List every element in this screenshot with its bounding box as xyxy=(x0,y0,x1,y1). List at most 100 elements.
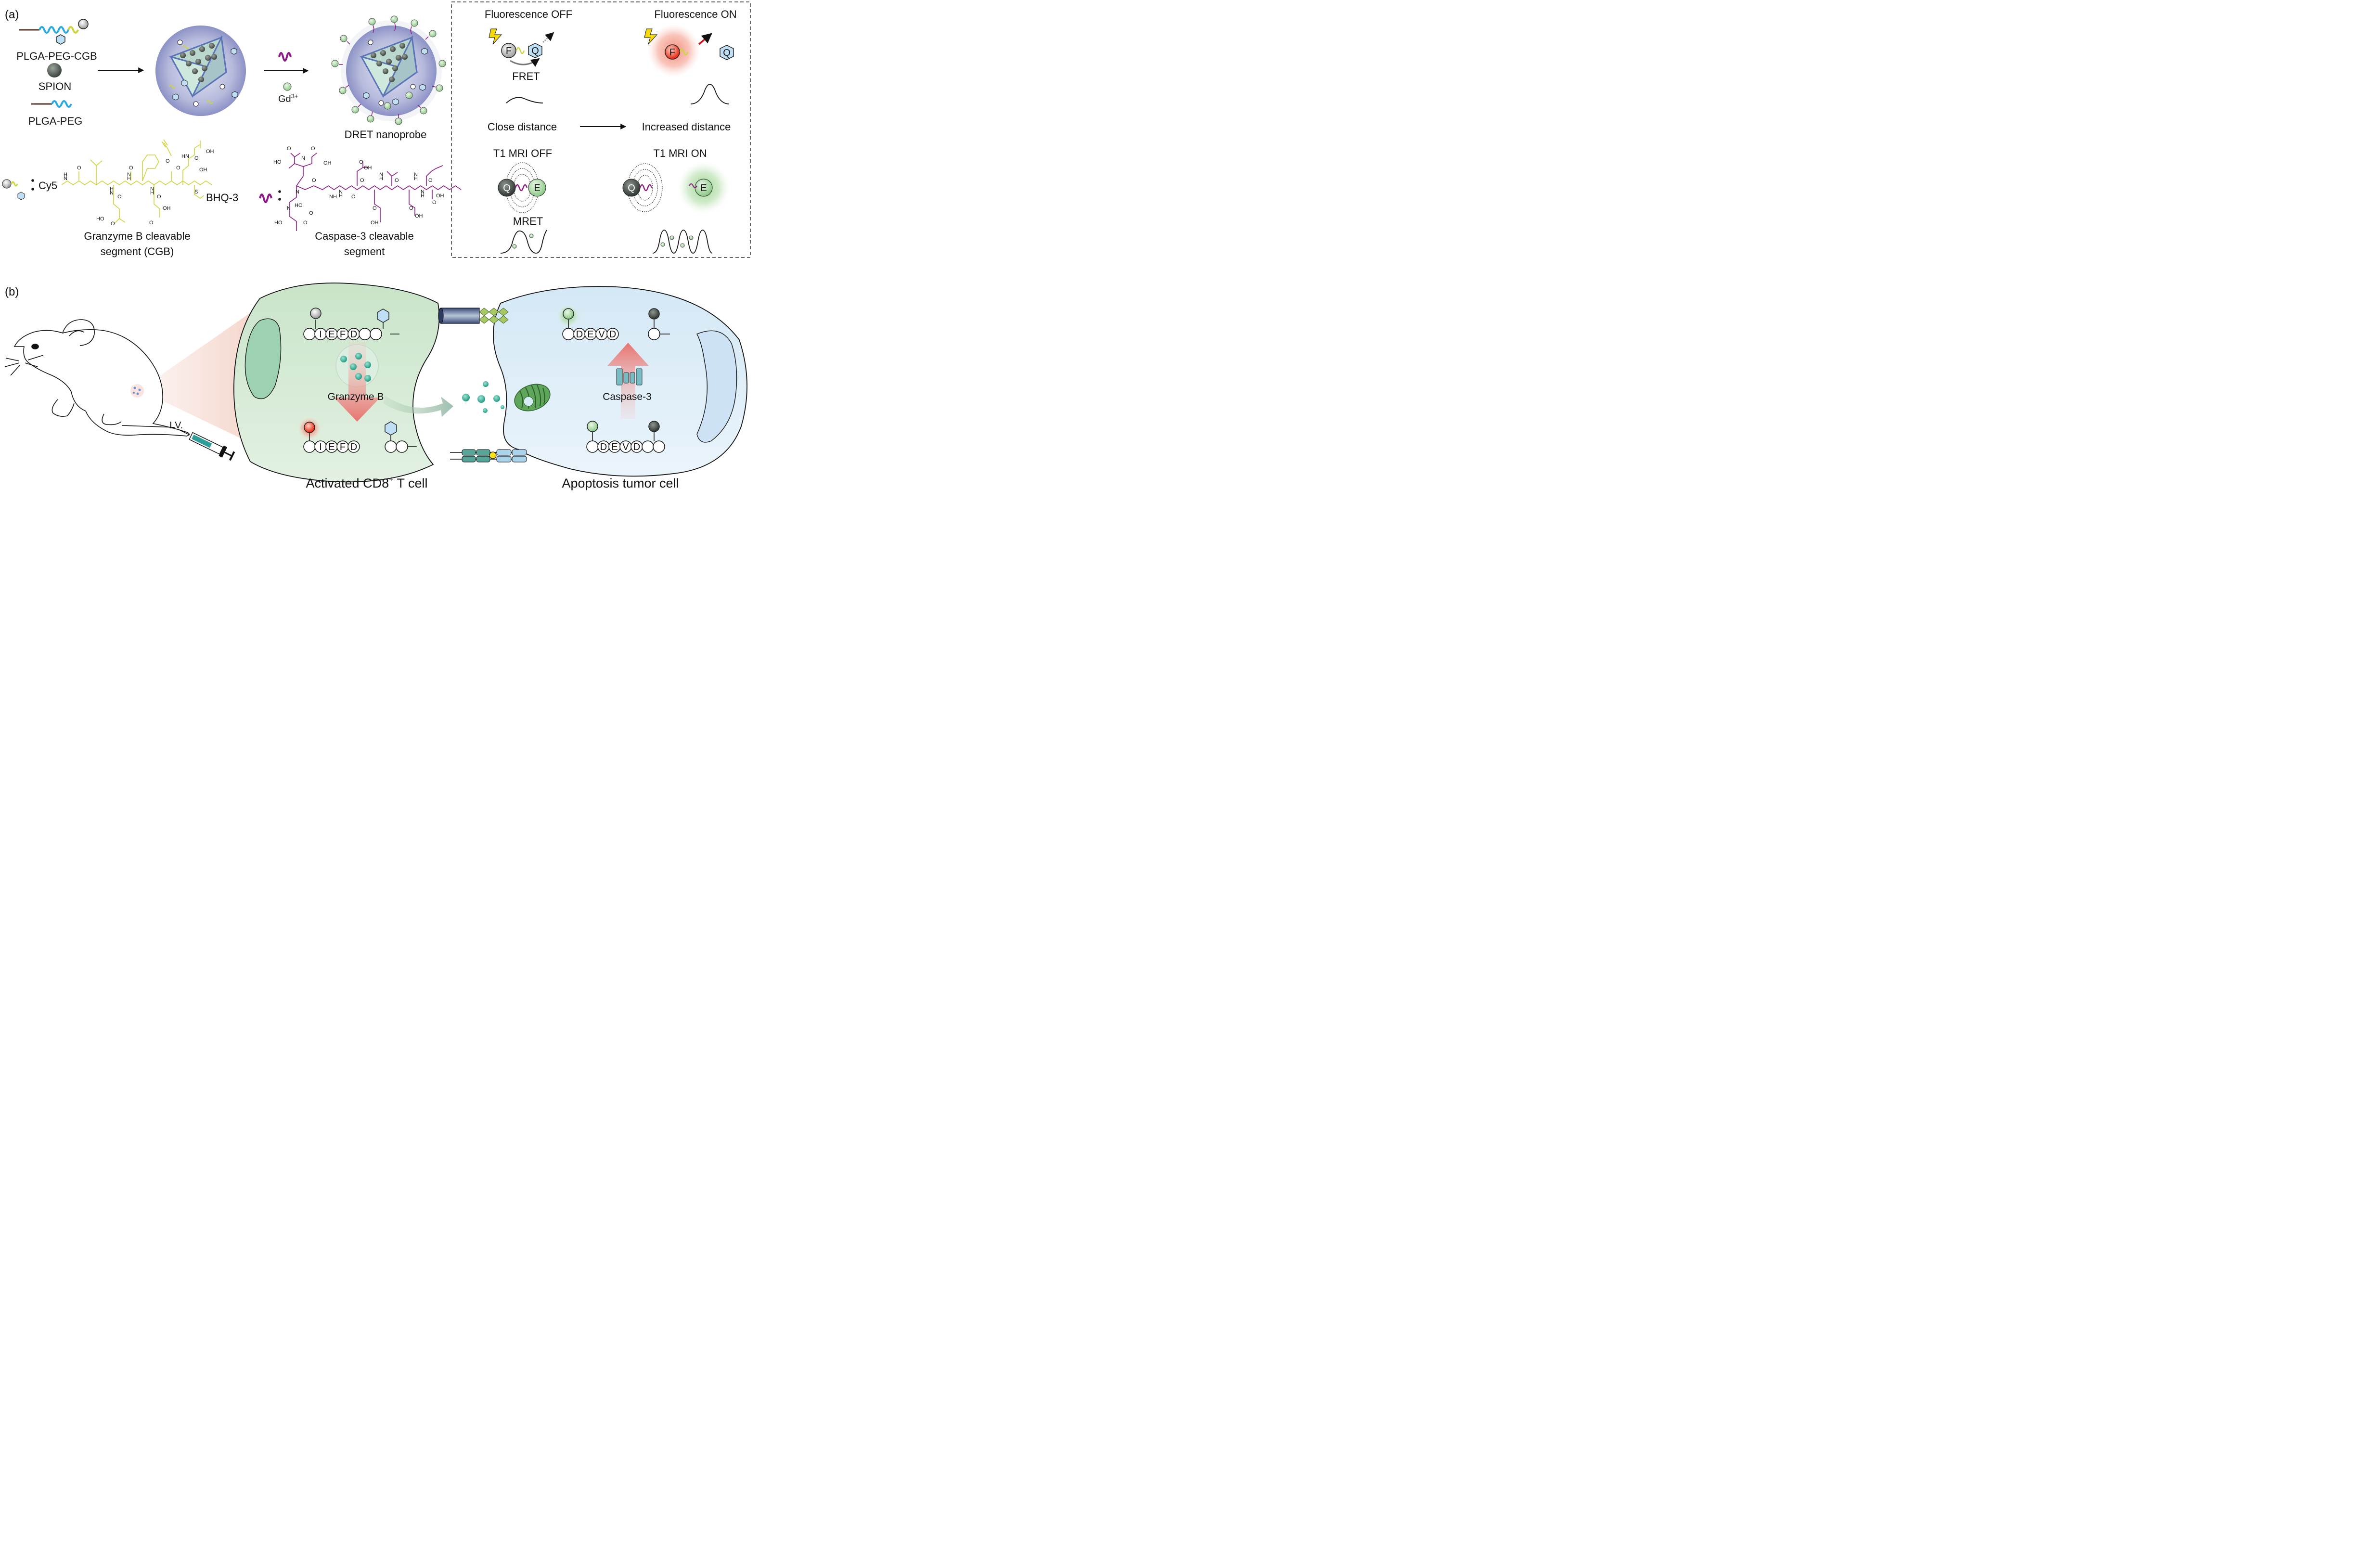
svg-text:H: H xyxy=(64,172,67,178)
svg-text:O: O xyxy=(395,178,399,183)
tall-peak-icon xyxy=(690,84,730,104)
svg-text:O: O xyxy=(409,206,413,211)
svg-text:H: H xyxy=(127,176,131,181)
svg-text:Q: Q xyxy=(723,48,731,58)
svg-text:Q: Q xyxy=(628,183,635,193)
quencher-fragment xyxy=(385,421,417,453)
caspase-caption-line1: Caspase-3 cleavable xyxy=(315,230,413,242)
caspase-3-icon xyxy=(616,368,643,386)
svg-text:E: E xyxy=(700,183,707,193)
tumor-site xyxy=(130,384,144,398)
svg-text:OH: OH xyxy=(371,220,379,226)
mret-wave-fast-icon xyxy=(652,230,713,254)
fret-label: FRET xyxy=(512,70,540,82)
cgb-structure: Cy5 BHQ-3 OH O HN OH O O N H N H H N H N xyxy=(2,139,238,227)
svg-text:E: E xyxy=(587,329,593,340)
svg-text:O: O xyxy=(287,146,291,152)
syringe-icon xyxy=(178,429,235,461)
svg-text:N: N xyxy=(287,206,291,211)
t-cell-nucleus xyxy=(244,318,282,399)
svg-text:O: O xyxy=(359,159,363,165)
svg-text:D: D xyxy=(576,329,583,340)
mret-label: MRET xyxy=(513,215,543,227)
svg-text:OH: OH xyxy=(415,213,423,219)
release-arrow xyxy=(383,396,453,417)
svg-text:N: N xyxy=(379,172,383,178)
svg-text:O: O xyxy=(157,194,161,200)
svg-text:O: O xyxy=(309,210,313,216)
svg-text:N: N xyxy=(339,189,343,195)
tumor-cell-label: Apoptosis tumor cell xyxy=(562,476,679,490)
caspase-structure: HO O N OH O O OH N O N HO O HO O NH O H … xyxy=(259,146,462,231)
svg-text:I: I xyxy=(319,442,322,452)
svg-text:N: N xyxy=(414,172,418,178)
svg-text:O: O xyxy=(373,206,377,211)
svg-text:F: F xyxy=(340,442,346,452)
figure: (a) PLGA-PEG-CGB SPION PLGA-PEG xyxy=(2,1,751,490)
svg-text:E: E xyxy=(611,442,618,452)
svg-text:D: D xyxy=(609,329,616,340)
iefd-substrate-cleaved: I E F D xyxy=(298,417,360,453)
svg-text:I: I xyxy=(319,329,322,340)
svg-text:H: H xyxy=(421,193,425,199)
svg-text:O: O xyxy=(351,194,356,200)
plga-peg-cgb-glyph xyxy=(19,19,89,45)
cy5-label: Cy5 xyxy=(39,180,57,192)
caspase-caption-line2: segment xyxy=(344,245,385,257)
svg-text:O: O xyxy=(117,194,122,200)
svg-text:O: O xyxy=(129,165,133,171)
spion-label: SPION xyxy=(39,80,71,92)
svg-text:N: N xyxy=(296,189,299,195)
mitochondrion-icon xyxy=(514,384,551,412)
svg-text:OH: OH xyxy=(436,193,444,199)
zoom-cone xyxy=(140,313,250,443)
svg-text:O: O xyxy=(149,220,154,226)
caspase-3-label: Caspase-3 xyxy=(603,391,652,402)
dret-nanoprobe xyxy=(331,15,446,125)
svg-text:H: H xyxy=(414,176,418,181)
mouse-illustration xyxy=(4,319,190,437)
tumor-particles xyxy=(133,386,141,395)
increased-distance-label: Increased distance xyxy=(642,121,731,133)
svg-text:HO: HO xyxy=(96,216,104,222)
svg-text:E: E xyxy=(328,442,334,452)
svg-text:O: O xyxy=(176,165,180,171)
svg-text:D: D xyxy=(350,442,357,452)
svg-text:V: V xyxy=(622,442,629,452)
svg-text:OH: OH xyxy=(199,167,207,173)
svg-text:H: H xyxy=(339,193,343,199)
t1-off-label: T1 MRI OFF xyxy=(493,147,552,159)
synapse-lattice xyxy=(479,308,509,324)
svg-text:E: E xyxy=(328,329,334,340)
devd-substrate-intact: D E V D xyxy=(586,421,665,453)
mret-wave-icon xyxy=(500,230,547,254)
bhq3-label: BHQ-3 xyxy=(206,192,238,204)
tumor-cell-nucleus xyxy=(696,330,737,443)
fluorescence-off-label: Fluorescence OFF xyxy=(485,8,572,20)
svg-text:HO: HO xyxy=(295,203,303,208)
granzyme-beads xyxy=(340,353,371,382)
svg-text:E: E xyxy=(534,183,540,193)
svg-text:Q: Q xyxy=(503,183,511,193)
receptor-complex xyxy=(450,449,527,463)
svg-text:D: D xyxy=(350,329,357,340)
nanoparticle-core xyxy=(155,26,246,116)
spion-particle xyxy=(47,63,62,77)
panel-a-label: (a) xyxy=(5,8,19,21)
lightning-icon xyxy=(644,28,658,45)
svg-text:OH: OH xyxy=(163,206,171,211)
cgb-caption-line1: Granzyme B cleavable xyxy=(84,230,190,242)
svg-text:F: F xyxy=(506,46,512,56)
separated-pair: F Q xyxy=(665,33,734,60)
svg-text:H: H xyxy=(379,176,383,181)
panel-b-label: (b) xyxy=(5,285,19,298)
svg-text:N: N xyxy=(110,190,114,196)
mret-pair: Q E xyxy=(498,162,546,213)
gd-ion-icon xyxy=(283,82,292,91)
svg-text:O: O xyxy=(166,158,170,164)
t-cell-label: Activated CD8+ T cell xyxy=(306,476,428,490)
svg-text:V: V xyxy=(598,329,605,340)
svg-text:OH: OH xyxy=(206,149,214,154)
svg-text:O: O xyxy=(303,220,308,226)
svg-text:H: H xyxy=(150,190,154,196)
